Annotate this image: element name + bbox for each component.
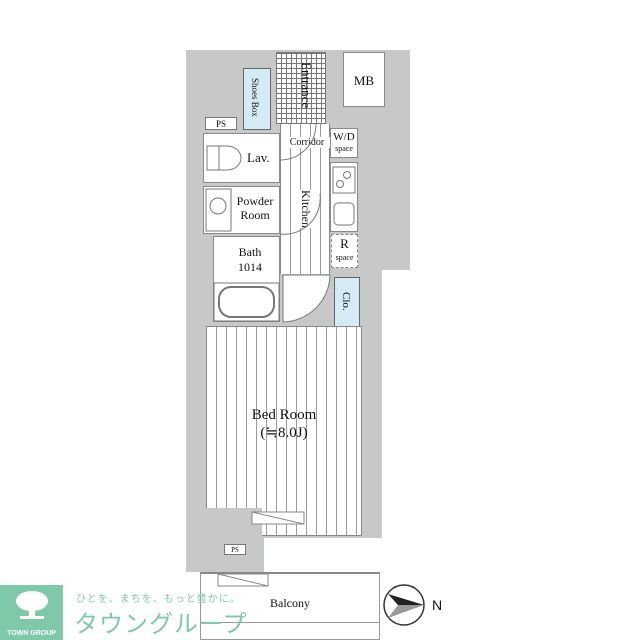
ps-top: PS xyxy=(205,117,237,130)
powder-label-1: Powder xyxy=(236,194,274,208)
exterior-gap xyxy=(380,270,420,540)
wd-label: W/D xyxy=(333,131,355,143)
toilet-icon xyxy=(206,145,242,171)
tagline: ひとを、まちを、もっと豊かに。 xyxy=(76,594,241,605)
balcony-rail xyxy=(200,622,380,623)
bedroom-label-1: Bed Room xyxy=(251,407,317,423)
closet-label: Clo. xyxy=(340,292,352,311)
ps-bottom-box: PS xyxy=(224,544,246,555)
lav-label: Lav. xyxy=(247,150,270,165)
corridor-label: Corridor xyxy=(282,137,332,148)
mb-label: MB xyxy=(353,73,375,88)
wd-space xyxy=(330,128,358,158)
closet xyxy=(334,277,360,332)
balcony-label: Balcony xyxy=(270,596,310,610)
compass-north-label: N xyxy=(432,597,443,613)
corridor-doors xyxy=(280,124,321,235)
shoes-box-label: Shoes Box xyxy=(250,78,260,117)
bath-label-2: 1014 xyxy=(238,260,262,274)
bedroom-door-icon xyxy=(282,274,331,323)
bathtub-icon xyxy=(213,282,280,322)
entrance-area xyxy=(276,52,326,124)
r-sub-label: space xyxy=(335,253,354,262)
company-name-jp: タウングループ xyxy=(74,610,248,638)
compass-icon xyxy=(383,584,425,626)
bedroom-floor xyxy=(206,326,362,536)
stove-sink-icon xyxy=(332,166,356,226)
r-label: R xyxy=(340,236,349,251)
mb-room xyxy=(343,52,385,107)
tree-icon xyxy=(16,591,48,619)
shoes-box xyxy=(243,68,271,130)
right-wall xyxy=(362,270,382,538)
wd-sub-label: space xyxy=(335,144,353,153)
bedroom-label-2: (≒8.0J) xyxy=(260,425,308,441)
town-group-logo: TOWN GROUP xyxy=(0,585,63,640)
bath-label-1: Bath xyxy=(238,245,262,259)
washbasin-icon xyxy=(205,188,232,232)
balcony-door-sash-icon xyxy=(217,573,269,587)
r-space xyxy=(331,234,358,268)
window-sash-icon xyxy=(251,511,305,525)
powder-label-2: Room xyxy=(240,208,270,222)
entrance-label: Entrance xyxy=(299,62,314,109)
kitchen-label: Kitchen xyxy=(298,190,313,228)
logo-text: TOWN GROUP xyxy=(7,630,56,637)
